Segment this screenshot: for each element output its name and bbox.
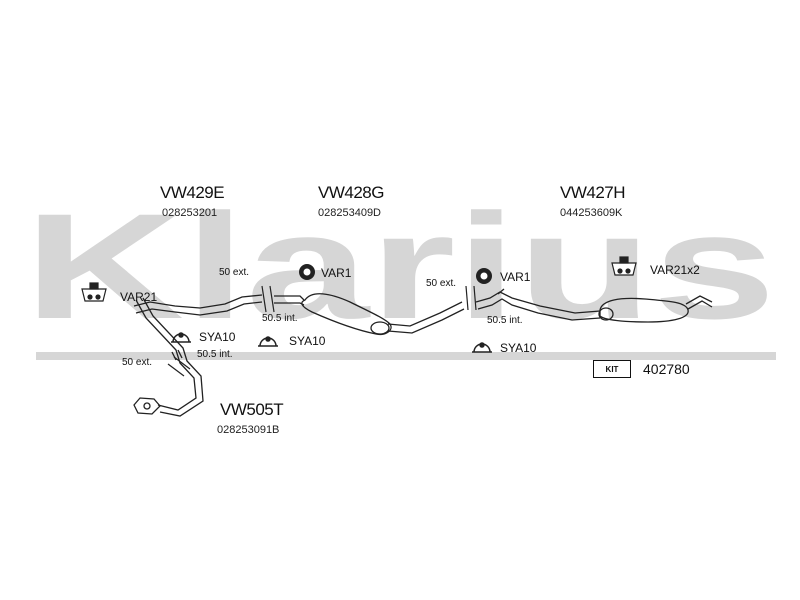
fitting-label-var21: VAR21 [120,290,158,304]
joint-markers [167,285,477,377]
joint-int-label-3: 50.5 int. [197,349,233,360]
clamp-icon [472,342,492,353]
part-number-vw427h: 044253609K [560,207,623,219]
joint-int-label-2: 50.5 int. [487,315,523,326]
part-number-vw428g: 028253409D [318,207,382,219]
rubber-hanger-icon [81,282,107,302]
rubber-ring-icon [299,264,315,280]
fitting-label-sya10-c: SYA10 [500,341,537,355]
clamp-icon [258,336,278,347]
joint-ext-label-3: 50 ext. [122,357,153,368]
part-code-vw427h: VW427H [560,183,626,202]
joint-int-label-1: 50.5 int. [262,313,298,324]
fitting-label-sya10-a: SYA10 [199,330,236,344]
joint-ext-label-1: 50 ext. [219,267,250,278]
fitting-label-var1-b: VAR1 [500,270,531,284]
part-code-vw505t: VW505T [220,400,284,419]
joint-ext-label-2: 50 ext. [426,278,457,289]
kit-icon: KIT [593,360,631,378]
part-number-vw429e: 028253201 [162,207,218,219]
rear-silencer [475,288,713,323]
part-code-vw429e: VW429E [160,183,225,202]
kit-label: KIT [605,364,619,374]
kit-number: 402780 [643,361,690,377]
front-pipe-lower [133,297,204,417]
clamp-icon [171,332,191,343]
part-number-vw505t: 028253091B [217,424,280,436]
front-pipe-upper [133,294,263,316]
rubber-ring-icon [476,268,492,284]
part-code-vw428g: VW428G [318,183,384,202]
fitting-label-var21x2: VAR21x2 [650,263,700,277]
fitting-label-sya10-b: SYA10 [289,334,326,348]
rubber-hanger-icon [611,256,637,276]
middle-silencer [274,293,465,336]
fitting-label-var1-a: VAR1 [321,266,352,280]
